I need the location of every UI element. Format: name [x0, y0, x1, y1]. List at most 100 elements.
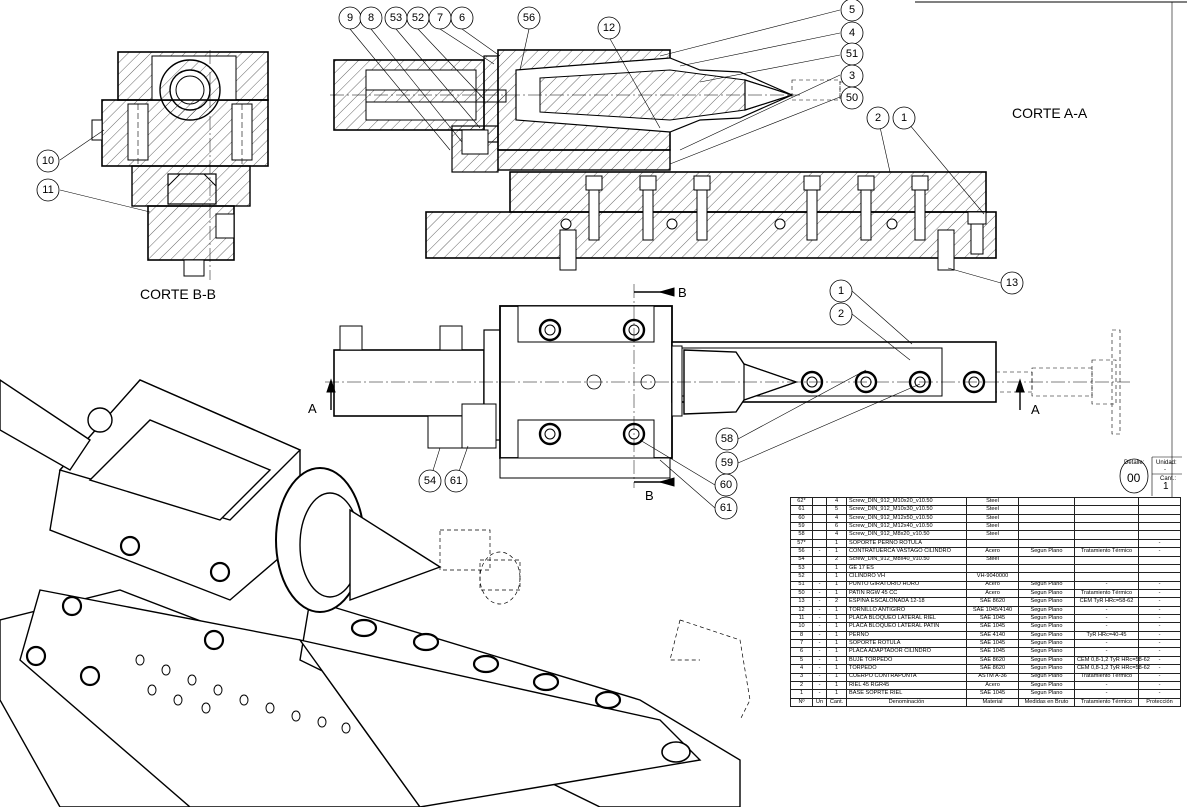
bom-cell: Acero [966, 588, 1019, 599]
bom-cell: 8 [790, 630, 813, 641]
callout-balloon: 61 [444, 469, 468, 493]
bom-cell: - [812, 647, 827, 657]
callout-balloon: 2 [829, 302, 853, 326]
callout-balloon: 54 [418, 469, 442, 493]
bom-cell: 4 [826, 496, 847, 507]
bom-cell: SOPORTE PERNO ROTULA [846, 538, 967, 549]
bom-cell [1138, 522, 1181, 532]
section-a-a-view [330, 49, 997, 271]
bom-cell: TORPEDO [846, 664, 967, 674]
bom-cell [1018, 538, 1075, 549]
bom-cell: - [812, 672, 827, 682]
callout-number: 2 [838, 308, 844, 320]
section-b-b-title: CORTE B-B [140, 286, 216, 302]
bom-cell: Screw_DIN_912_M8x20_v10.50 [846, 530, 967, 540]
bom-column-header: Material [966, 697, 1019, 708]
qty-label: Cant.: [1160, 476, 1177, 482]
bom-cell: 1 [826, 547, 847, 557]
bom-cell [812, 513, 827, 524]
bom-cell: - [812, 614, 827, 624]
qty-value: 1 [1163, 481, 1169, 492]
callout-balloon: 11 [36, 178, 60, 202]
callout-number: 54 [424, 475, 436, 487]
bom-cell: 11 [790, 614, 813, 624]
callout-number: 58 [721, 433, 733, 445]
bom-cell: - [1138, 680, 1181, 691]
bom-cell: SAE 8620 [966, 664, 1019, 674]
bom-cell: - [1074, 639, 1139, 649]
bom-cell: 59 [790, 522, 813, 532]
callout-balloon: 60 [714, 473, 738, 497]
bom-cell: 6 [790, 647, 813, 657]
bom-cell: 2 [790, 680, 813, 691]
bom-cell: 58 [790, 530, 813, 540]
callout-number: 61 [720, 502, 732, 514]
callout-number: 50 [846, 92, 858, 104]
bom-cell: Tratamiento Térmico [1074, 588, 1139, 599]
bom-cell [812, 505, 827, 515]
callout-number: 59 [721, 457, 733, 469]
bom-cell: Screw_DIN_912_M10x20_v10.50 [846, 496, 967, 507]
bom-column-header: Protección [1138, 697, 1181, 708]
bom-cell: Tratamiento Térmico [1074, 547, 1139, 557]
bom-cell: BASE SOPRTE RIEL [846, 689, 967, 699]
bom-cell: Acero [966, 547, 1019, 557]
bom-cell: Steel [966, 522, 1019, 532]
bom-cell [1074, 530, 1139, 540]
callout-balloon: 1 [829, 279, 853, 303]
unit-value: - [1164, 467, 1166, 473]
bom-cell [1138, 563, 1181, 574]
bom-cell: Steel [966, 496, 1019, 507]
callout-balloon: 6 [450, 6, 474, 30]
isometric-view [0, 379, 751, 807]
bom-cell: - [1138, 547, 1181, 557]
section-a-a-title: CORTE A-A [1012, 105, 1088, 121]
callout-number: 1 [901, 112, 907, 124]
bom-column-header: Nº [790, 697, 813, 708]
bom-cell [1018, 513, 1075, 524]
bom-cell: 4 [790, 664, 813, 674]
bom-cell: Segun Plano [1018, 639, 1075, 649]
bom-cell: VH-9040000 [966, 572, 1019, 582]
bom-cell: 1 [826, 664, 847, 674]
callout-balloon: 9 [338, 6, 362, 30]
bom-cell: 4 [826, 530, 847, 540]
callout-number: 52 [412, 12, 424, 24]
callout-number: 2 [875, 112, 881, 124]
bom-cell: 1 [826, 572, 847, 582]
bom-cell: Steel [966, 530, 1019, 540]
callout-number: 10 [42, 155, 54, 167]
bom-cell: 1 [826, 563, 847, 574]
bom-cell: 13 [790, 597, 813, 607]
bom-cell: Tratamiento Térmico [1074, 672, 1139, 682]
bom-cell [1074, 505, 1139, 515]
bom-cell [966, 538, 1019, 549]
bom-cell: Segun Plano [1018, 605, 1075, 616]
bom-cell: CEM 0,8-1,2 TyR HRc=58-62 [1074, 664, 1150, 674]
callout-balloon: 12 [597, 16, 621, 40]
bom-cell: - [812, 680, 827, 691]
callout-number: 5 [849, 4, 855, 16]
bom-cell: - [812, 664, 827, 674]
bom-cell: GE 17 ES [846, 563, 967, 574]
callout-balloon: 7 [428, 6, 452, 30]
bom-cell: 1 [826, 630, 847, 641]
bom-cell: Segun Plano [1018, 672, 1075, 682]
bom-cell: - [812, 580, 827, 590]
bom-cell [1138, 572, 1181, 582]
bom-cell: Segun Plano [1018, 664, 1075, 674]
bom-cell: 54 [790, 555, 813, 565]
callout-balloon: 52 [406, 6, 430, 30]
bom-cell: 61 [790, 505, 813, 515]
callout-number: 9 [347, 12, 353, 24]
callout-number: 8 [368, 12, 374, 24]
callout-balloon: 50 [840, 86, 864, 110]
